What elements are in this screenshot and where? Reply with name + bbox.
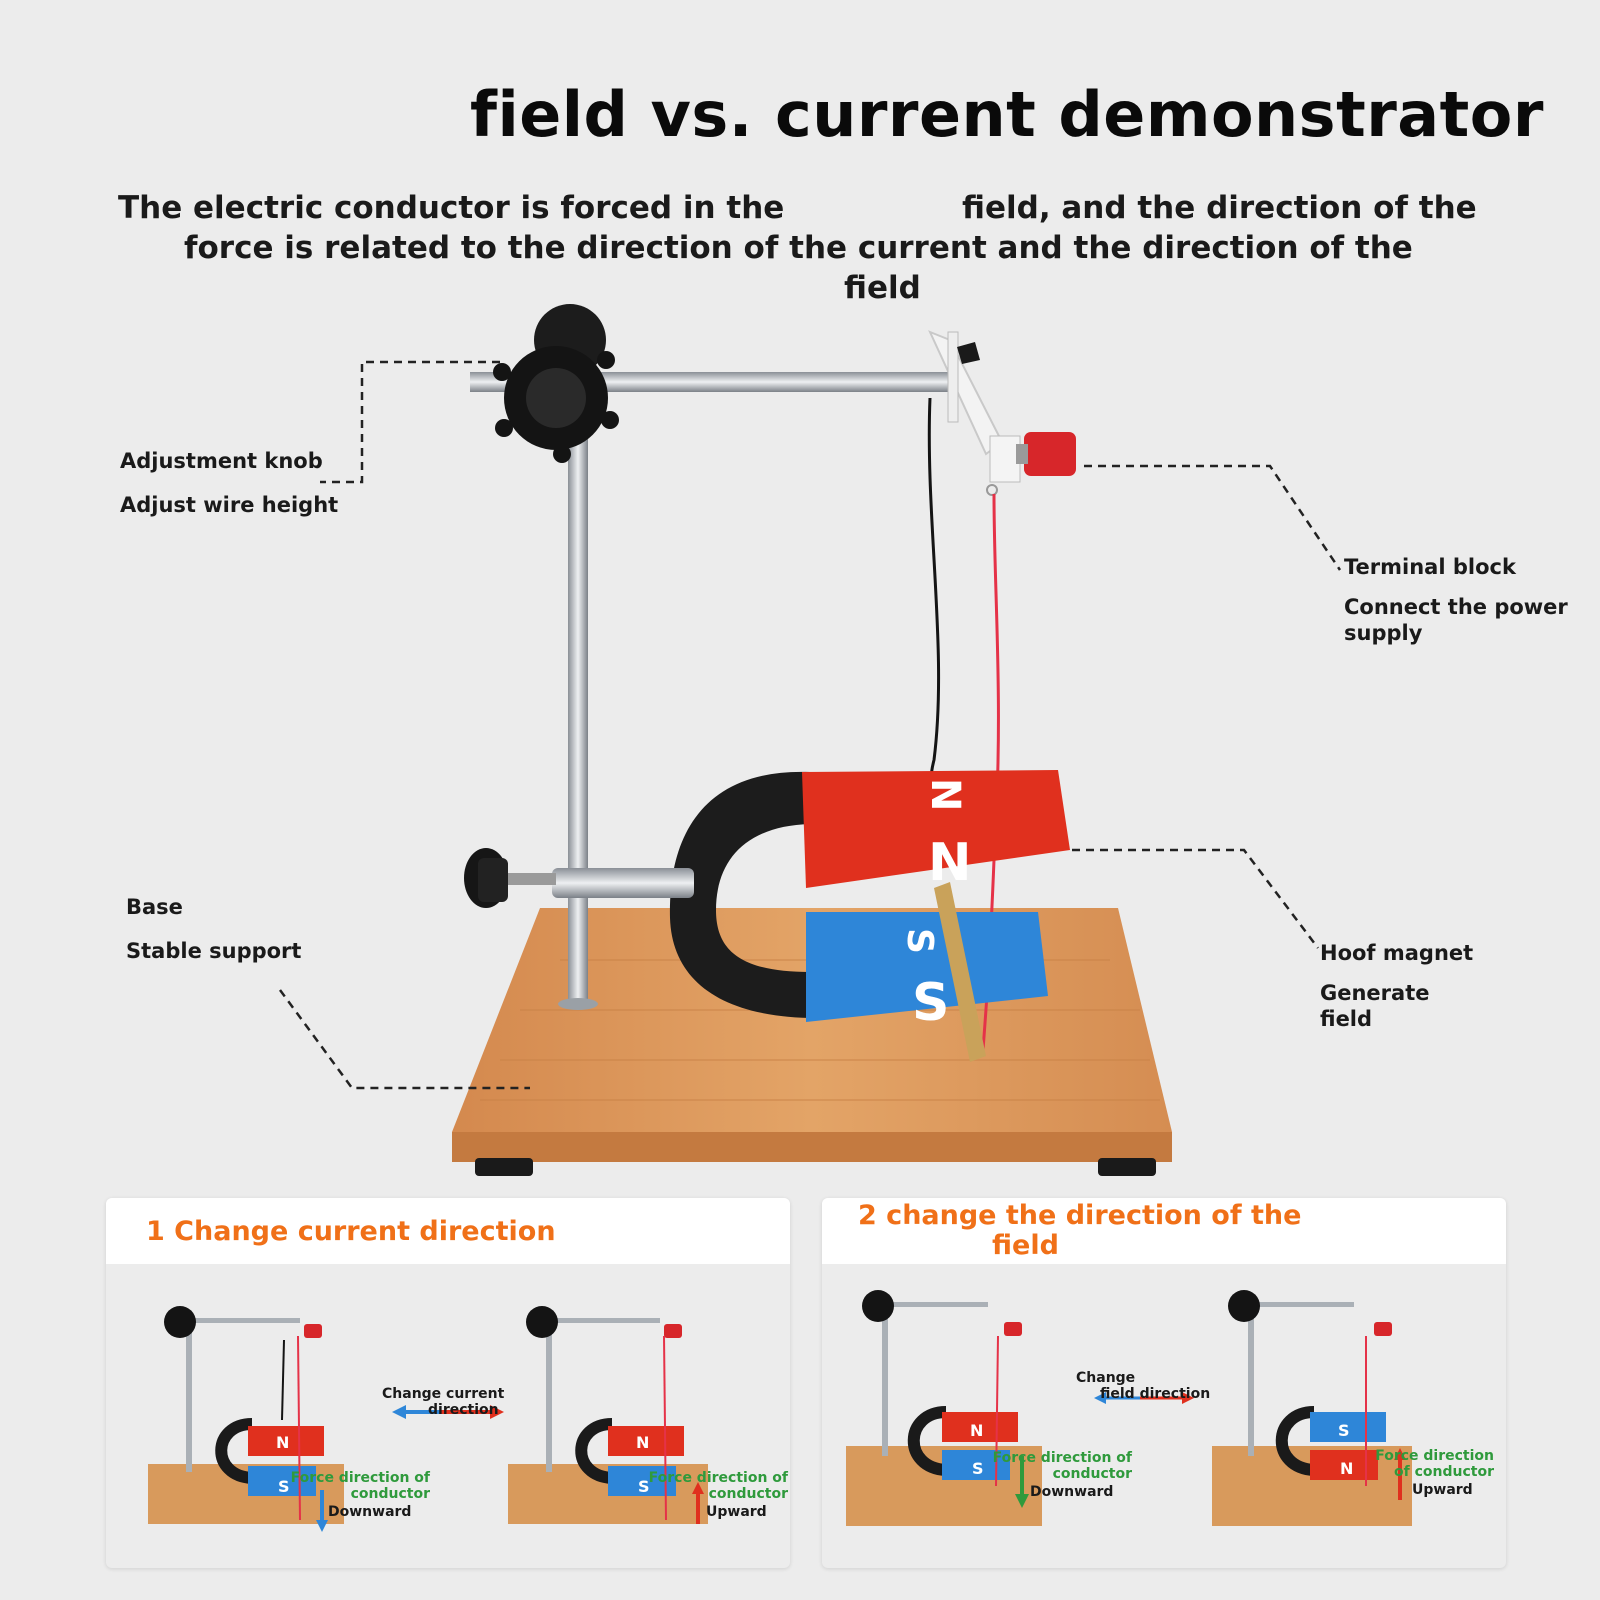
clamp-knob-icon (464, 848, 508, 908)
adjustment-knob-icon (493, 304, 619, 463)
svg-text:N: N (276, 1433, 289, 1452)
panel2-header (822, 1198, 1506, 1264)
panel1-right-force-line2: conductor (708, 1486, 788, 1502)
support-rod (568, 318, 588, 1006)
panel2-change-line1: Change (1076, 1370, 1136, 1386)
base-callout-title: Base (126, 895, 183, 919)
panel2-title-line1: 2 change the direction of the (858, 1200, 1302, 1231)
magnet-callout-title: Hoof magnet (1320, 941, 1474, 965)
panel1-right-result: Upward (706, 1504, 767, 1520)
knob-callout-title: Adjustment knob (120, 449, 323, 473)
panel1-left-force-line2: conductor (350, 1486, 430, 1502)
panel-change-current: 1 Change current direction (106, 1198, 790, 1568)
magnet-callout-desc-1: Generate (1320, 981, 1430, 1005)
panel1-change-line2: direction (428, 1402, 499, 1418)
svg-text:S: S (912, 973, 949, 1033)
subtitle-line1-b: field, and the direction of the (962, 190, 1477, 226)
panel2-left-force-line1: Force direction of (992, 1450, 1132, 1466)
subtitle-line3: field (844, 270, 921, 306)
svg-text:S: S (972, 1459, 984, 1478)
terminal-callout-desc-1: Connect the power (1344, 595, 1568, 619)
svg-text:S: S (899, 928, 940, 954)
panel1-right-force-line1: Force direction of (648, 1470, 788, 1486)
svg-text:N: N (636, 1433, 649, 1452)
panel2-right-force-line2: of conductor (1394, 1464, 1494, 1480)
svg-text:N: N (922, 778, 968, 811)
panel1-change-arrow-icon (392, 1405, 504, 1419)
svg-text:N: N (970, 1421, 983, 1440)
panel-change-field: 2 change the direction of the field (822, 1198, 1506, 1568)
panel1-right-illustration: N S (508, 1306, 708, 1524)
panel2-right-illustration: S N (1212, 1290, 1412, 1526)
subtitle-line2: force is related to the direction of the… (184, 230, 1413, 266)
panel2-title-line2: field (992, 1230, 1059, 1261)
magnet-callout-desc-2: field (1320, 1007, 1373, 1031)
horseshoe-magnet-icon: N N S S (669, 770, 1070, 1033)
panel1-header (106, 1198, 790, 1264)
panel1-title: 1 Change current direction (146, 1216, 556, 1247)
panel1-left-illustration: N S (148, 1306, 344, 1532)
subtitle-line1-a: The electric conductor is forced in the (118, 190, 785, 226)
leader-lines (278, 360, 1342, 1090)
panel1-left-result: Downward (328, 1504, 412, 1520)
panel2-left-illustration: N S (846, 1290, 1042, 1526)
panel2-right-force-line1: Force direction (1375, 1448, 1494, 1464)
panel2-change-arrow-icon (1094, 1392, 1194, 1404)
svg-text:S: S (638, 1477, 650, 1496)
base-callout-desc: Stable support (126, 939, 302, 963)
panel1-left-force-line1: Force direction of (290, 1470, 430, 1486)
terminal-callout-desc-2: supply (1344, 621, 1423, 645)
panel2-right-result: Upward (1412, 1482, 1473, 1498)
black-wire (927, 397, 941, 813)
panel1-change-line1: Change current (382, 1386, 505, 1402)
terminal-block-icon (986, 432, 1076, 496)
panel2-change-line2: field direction (1100, 1386, 1211, 1402)
terminal-callout-title: Terminal block (1344, 555, 1516, 579)
panel2-left-force-line2: conductor (1052, 1466, 1132, 1482)
page-title: field vs. current demonstrator (470, 78, 1544, 151)
conductor-rod (934, 882, 986, 1062)
svg-text:N: N (1340, 1459, 1353, 1478)
svg-text:S: S (278, 1477, 290, 1496)
knob-callout-desc: Adjust wire height (120, 493, 339, 517)
svg-text:S: S (1338, 1421, 1350, 1440)
panel2-left-result: Downward (1030, 1484, 1114, 1500)
